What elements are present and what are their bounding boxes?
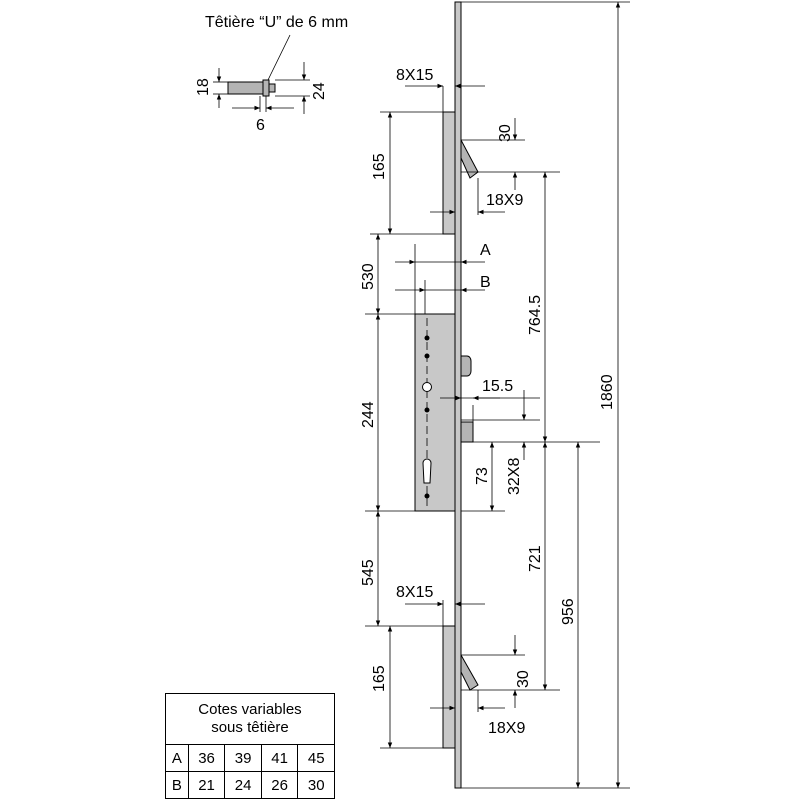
cylinder-keyhole-icon <box>422 458 432 484</box>
bottom-bolt-body <box>442 625 456 749</box>
dim-956: 956 <box>560 598 577 625</box>
table-cell: 24 <box>224 771 262 799</box>
dim-165-top: 165 <box>371 153 388 180</box>
dim-8x15-bottom: 8X15 <box>396 584 433 601</box>
screw-hole-icon <box>424 493 430 499</box>
dim-165-bottom: 165 <box>371 665 388 692</box>
table-title-line2: sous têtière <box>211 719 289 736</box>
dim-32x8: 32X8 <box>506 458 523 495</box>
dim-15-5: 15.5 <box>482 378 513 395</box>
table-cell: 39 <box>224 744 262 772</box>
label-b: B <box>480 274 491 291</box>
variable-dimensions-table: Cotes variables sous têtière A 36 39 41 … <box>165 693 335 799</box>
dim-6: 6 <box>256 117 265 134</box>
lock-case-body <box>414 313 456 512</box>
dim-18x9-bottom: 18X9 <box>488 720 525 737</box>
dim-530: 530 <box>360 263 377 290</box>
tetiere-label: Têtière “U” de 6 mm <box>205 14 348 31</box>
table-cell: 21 <box>187 771 226 799</box>
dim-30-bottom: 30 <box>515 670 532 688</box>
dim-545: 545 <box>360 559 377 586</box>
tetiere-detail: Têtière “U” de 6 mm 18 24 6 <box>195 14 348 134</box>
top-hook <box>460 139 479 179</box>
screw-hole-icon <box>424 353 430 359</box>
screw-hole-icon <box>424 335 430 341</box>
table-cell: 30 <box>297 771 335 799</box>
latch-bolt <box>460 355 472 377</box>
table-cell: 45 <box>297 744 335 772</box>
dim-244: 244 <box>360 401 377 428</box>
tetiere-profile <box>227 81 265 95</box>
table-cell: 41 <box>260 744 299 772</box>
dim-1860: 1860 <box>599 374 616 410</box>
dead-bolt <box>460 421 474 443</box>
top-bolt-body <box>442 111 456 235</box>
dim-8x15-top: 8X15 <box>396 67 433 84</box>
handle-spindle-icon <box>422 382 432 392</box>
table-row: A 36 39 41 45 <box>165 744 335 772</box>
dim-721: 721 <box>527 545 544 572</box>
dim-18: 18 <box>195 78 212 96</box>
dim-24: 24 <box>311 82 328 100</box>
tetiere-flange <box>262 79 270 97</box>
table-title-line1: Cotes variables <box>198 701 302 718</box>
row-label: B <box>165 771 189 799</box>
lock-case <box>414 313 474 512</box>
dim-18x9-top: 18X9 <box>486 192 523 209</box>
row-label: A <box>165 744 189 772</box>
table-row: B 21 24 26 30 <box>165 771 335 799</box>
label-a: A <box>480 242 491 259</box>
tetiere-lip <box>268 83 276 93</box>
table-title: Cotes variables sous têtière <box>165 693 335 745</box>
screw-hole-icon <box>424 407 430 413</box>
tetiere-leader <box>267 34 291 81</box>
dim-764-5: 764.5 <box>527 295 544 335</box>
dim-73: 73 <box>474 467 491 485</box>
bottom-hook-bolt: 30 18X9 8X15 165 <box>371 584 560 749</box>
lock-faceplate <box>454 1 462 789</box>
top-hook-bolt: 30 18X9 8X15 165 <box>371 67 560 235</box>
dim-30-top: 30 <box>497 124 514 142</box>
table-cell: 26 <box>260 771 299 799</box>
table-cell: 36 <box>187 744 226 772</box>
bottom-hook <box>460 653 479 691</box>
